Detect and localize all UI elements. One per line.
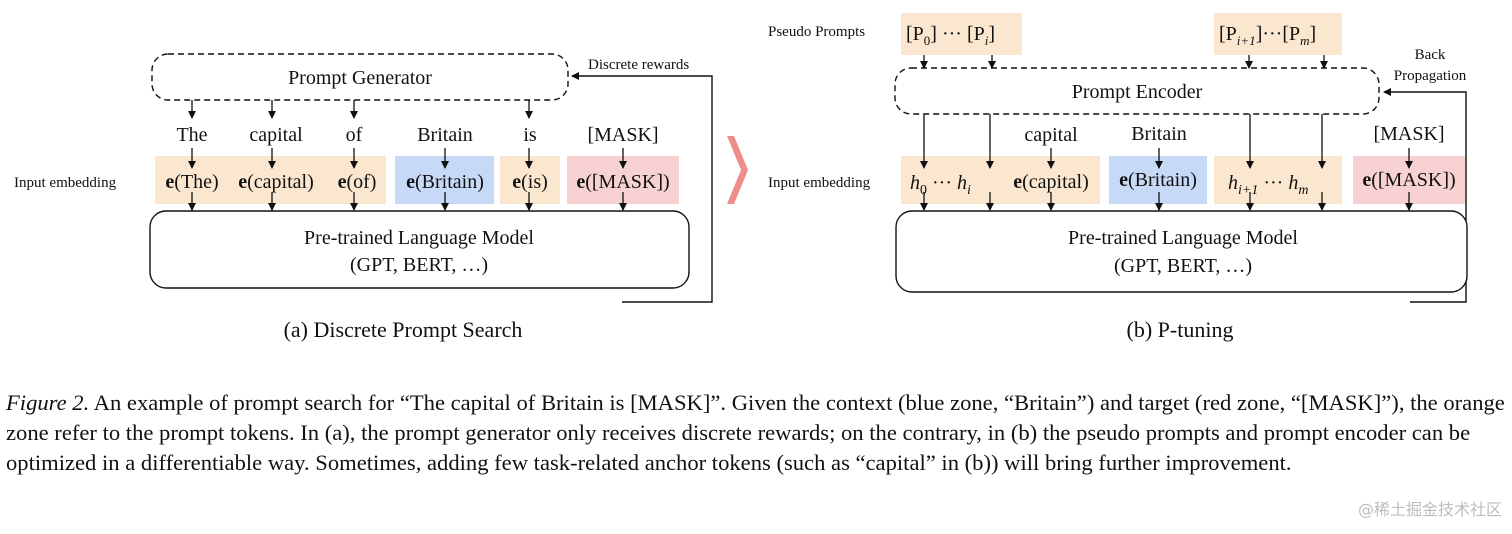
caption-a: (a) Discrete Prompt Search [284, 317, 523, 342]
h-i1-to-m: hi+1 ··· hm [1228, 172, 1308, 198]
anchor-token-capital: capital [1024, 124, 1078, 146]
language-model-box-b [895, 210, 1468, 293]
watermark: @稀土掘金技术社区 [1357, 500, 1502, 519]
token-mask: [MASK] [587, 124, 658, 146]
panel-b: Pseudo Prompts [P0] ··· [Pi] [Pi+1]···[P… [768, 13, 1468, 342]
token-of: of [346, 124, 363, 146]
token-is: is [523, 124, 537, 146]
pseudo-prompt-box-right [1214, 13, 1342, 55]
prompt-encoder-label: Prompt Encoder [1072, 81, 1203, 103]
emb-the: e(The) [165, 171, 218, 193]
input-embedding-label-a: Input embedding [14, 175, 117, 191]
language-model-title-b: Pre-trained Language Model [1068, 227, 1298, 249]
emb-mask-b: e([MASK]) [1362, 169, 1455, 191]
token-britain: Britain [417, 124, 473, 146]
token-the: The [176, 124, 207, 146]
language-model-examples-b: (GPT, BERT, …) [1114, 255, 1252, 277]
anchor-token-mask: [MASK] [1373, 123, 1444, 145]
emb-britain: e(Britain) [406, 171, 484, 193]
backprop-feedback-line [1383, 88, 1467, 303]
language-model-examples-a: (GPT, BERT, …) [350, 254, 488, 276]
emb-of: e(of) [338, 171, 377, 193]
figure-caption-text: An example of prompt search for “The cap… [6, 390, 1505, 475]
language-model-box-a [149, 210, 690, 289]
language-model-title-a: Pre-trained Language Model [304, 227, 534, 249]
encoder-embedding-arrows [920, 114, 1413, 211]
prompt-generator-label: Prompt Generator [288, 67, 432, 89]
emb-britain-b: e(Britain) [1119, 169, 1197, 191]
discrete-rewards-label: Discrete rewards [588, 57, 689, 73]
token-embedding-arrows [188, 148, 627, 211]
pseudo-prompts-label: Pseudo Prompts [768, 24, 865, 40]
pseudo-prompts-right: [Pi+1]···[Pm] [1219, 23, 1316, 48]
caption-b: (b) P-tuning [1127, 317, 1234, 342]
figure-label: Figure 2. [6, 390, 90, 415]
emb-is: e(is) [512, 171, 548, 193]
figure-caption: Figure 2. An example of prompt search fo… [6, 388, 1506, 478]
emb-capital-b: e(capital) [1013, 171, 1089, 193]
prompt-generator-box [151, 53, 569, 101]
anchor-token-britain: Britain [1131, 123, 1187, 145]
generator-token-arrows [188, 100, 533, 119]
input-embedding-label-b: Input embedding [768, 175, 871, 191]
reward-feedback-line [571, 72, 713, 303]
prompt-encoder-box [894, 67, 1380, 115]
pseudo-prompt-box-left [901, 13, 1022, 55]
emb-capital: e(capital) [238, 171, 314, 193]
pseudo-prompt-arrows [920, 55, 1328, 69]
emb-mask: e([MASK]) [576, 171, 669, 193]
figure-diagram: Prompt Generator Discrete rewards The ca… [14, 13, 1468, 342]
panel-transition-arrow [727, 136, 748, 204]
orange-zone-b1 [901, 156, 1100, 204]
h-0: h0 ··· hi [910, 172, 971, 198]
pseudo-prompts-left: [P0] ··· [Pi] [906, 23, 995, 48]
panel-a: Prompt Generator Discrete rewards The ca… [14, 53, 713, 342]
token-capital: capital [249, 124, 303, 146]
